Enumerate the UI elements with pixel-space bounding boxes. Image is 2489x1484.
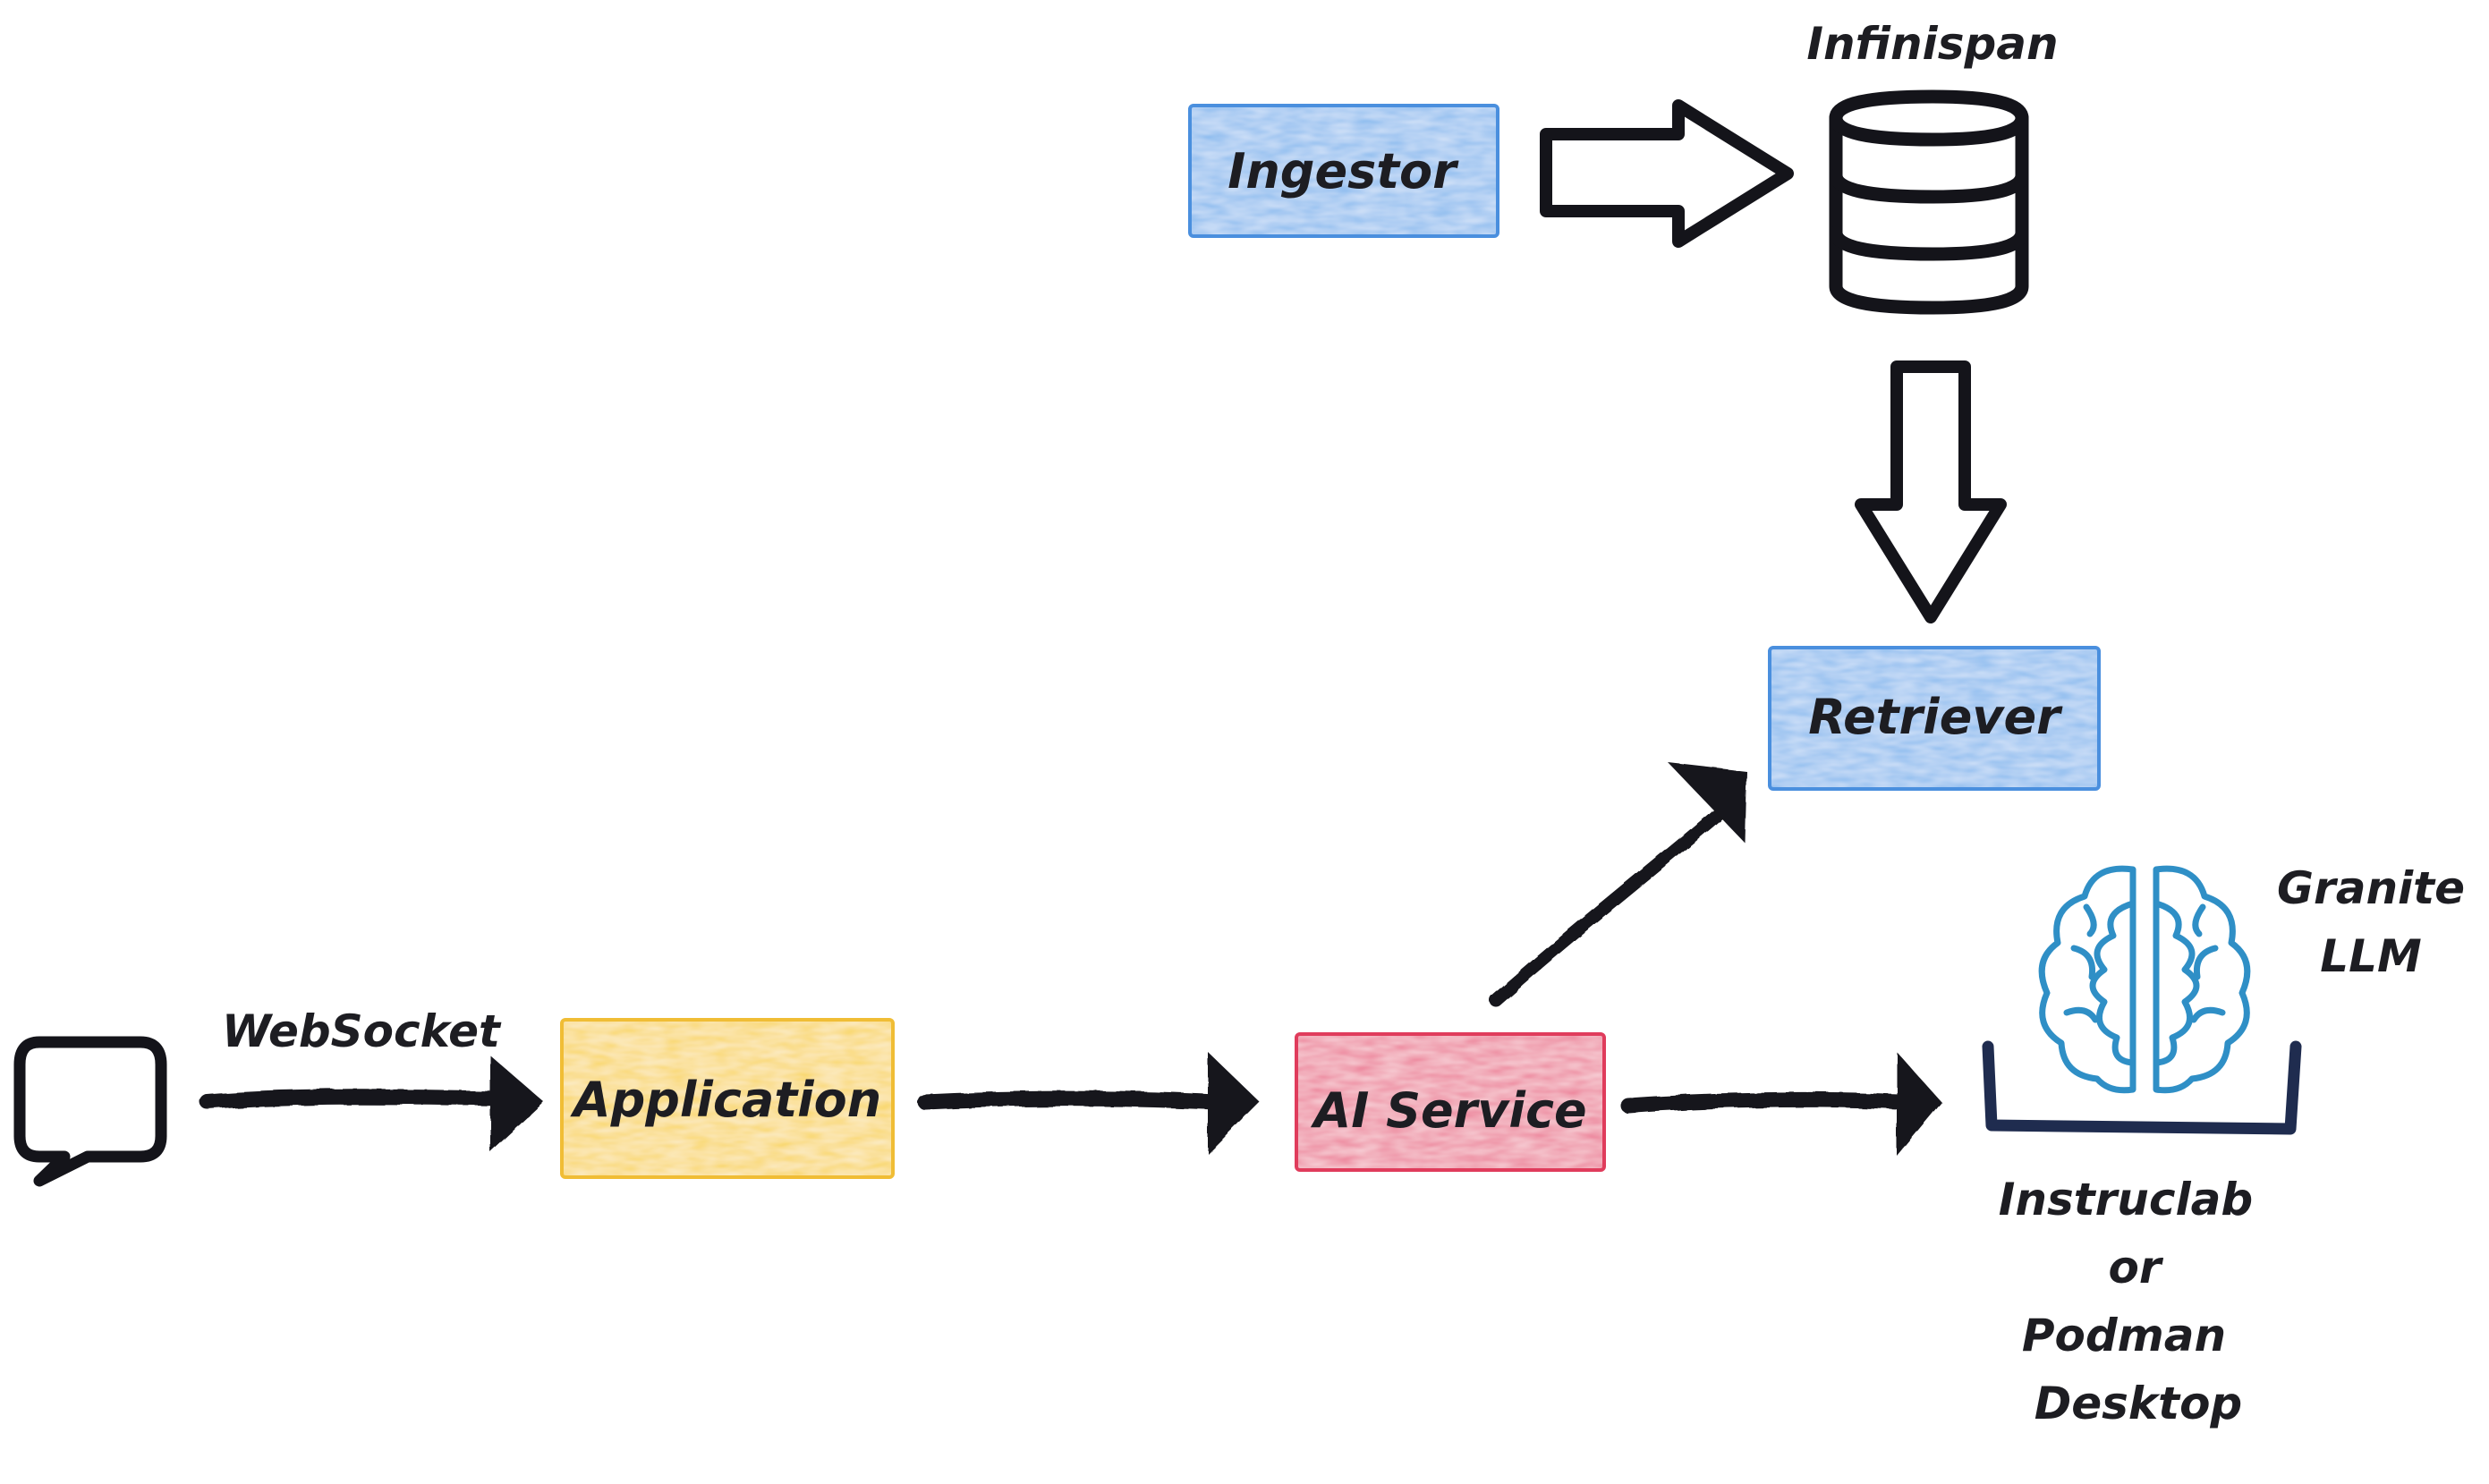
database-icon	[1829, 89, 2029, 315]
retriever-label: Retriever	[1808, 689, 2063, 745]
ingestor-label: Ingestor	[1228, 143, 1459, 199]
granite-llm-label: Granite LLM	[2277, 862, 2465, 982]
svg-text:Podman: Podman	[2022, 1310, 2226, 1361]
ai-service-box: AI Service	[1295, 1032, 1606, 1172]
llm-runtime-label: Instruclab or Podman Desktop	[1999, 1174, 2253, 1429]
ai-service-label: AI Service	[1310, 1082, 1586, 1139]
speech-bubble-icon	[13, 1036, 167, 1187]
websocket-label: WebSocket	[222, 1005, 502, 1057]
svg-text:or: or	[2108, 1242, 2163, 1293]
svg-text:LLM: LLM	[2320, 930, 2421, 982]
application-box: Application	[560, 1018, 895, 1179]
ingestor-box: Ingestor	[1188, 104, 1499, 238]
arrow-ai-service-to-llm	[1620, 1052, 1941, 1156]
arrow-chat-to-application	[200, 1056, 544, 1152]
brain-icon	[2038, 865, 2251, 1094]
arrow-ingestor-to-infinispan	[1540, 99, 1794, 248]
svg-text:Desktop: Desktop	[2035, 1378, 2242, 1429]
application-label: Application	[570, 1072, 881, 1128]
llm-runtime-tray-icon	[1982, 1040, 2302, 1135]
arrow-ai-service-to-retriever	[1489, 762, 1746, 1007]
arrow-application-to-ai-service	[917, 1052, 1260, 1154]
svg-text:Granite: Granite	[2277, 862, 2465, 914]
svg-text:Instruclab: Instruclab	[1999, 1174, 2253, 1225]
arrow-infinispan-to-retriever	[1855, 360, 2007, 623]
retriever-box: Retriever	[1768, 646, 2101, 791]
infinispan-label: Infinispan	[1806, 18, 2058, 70]
